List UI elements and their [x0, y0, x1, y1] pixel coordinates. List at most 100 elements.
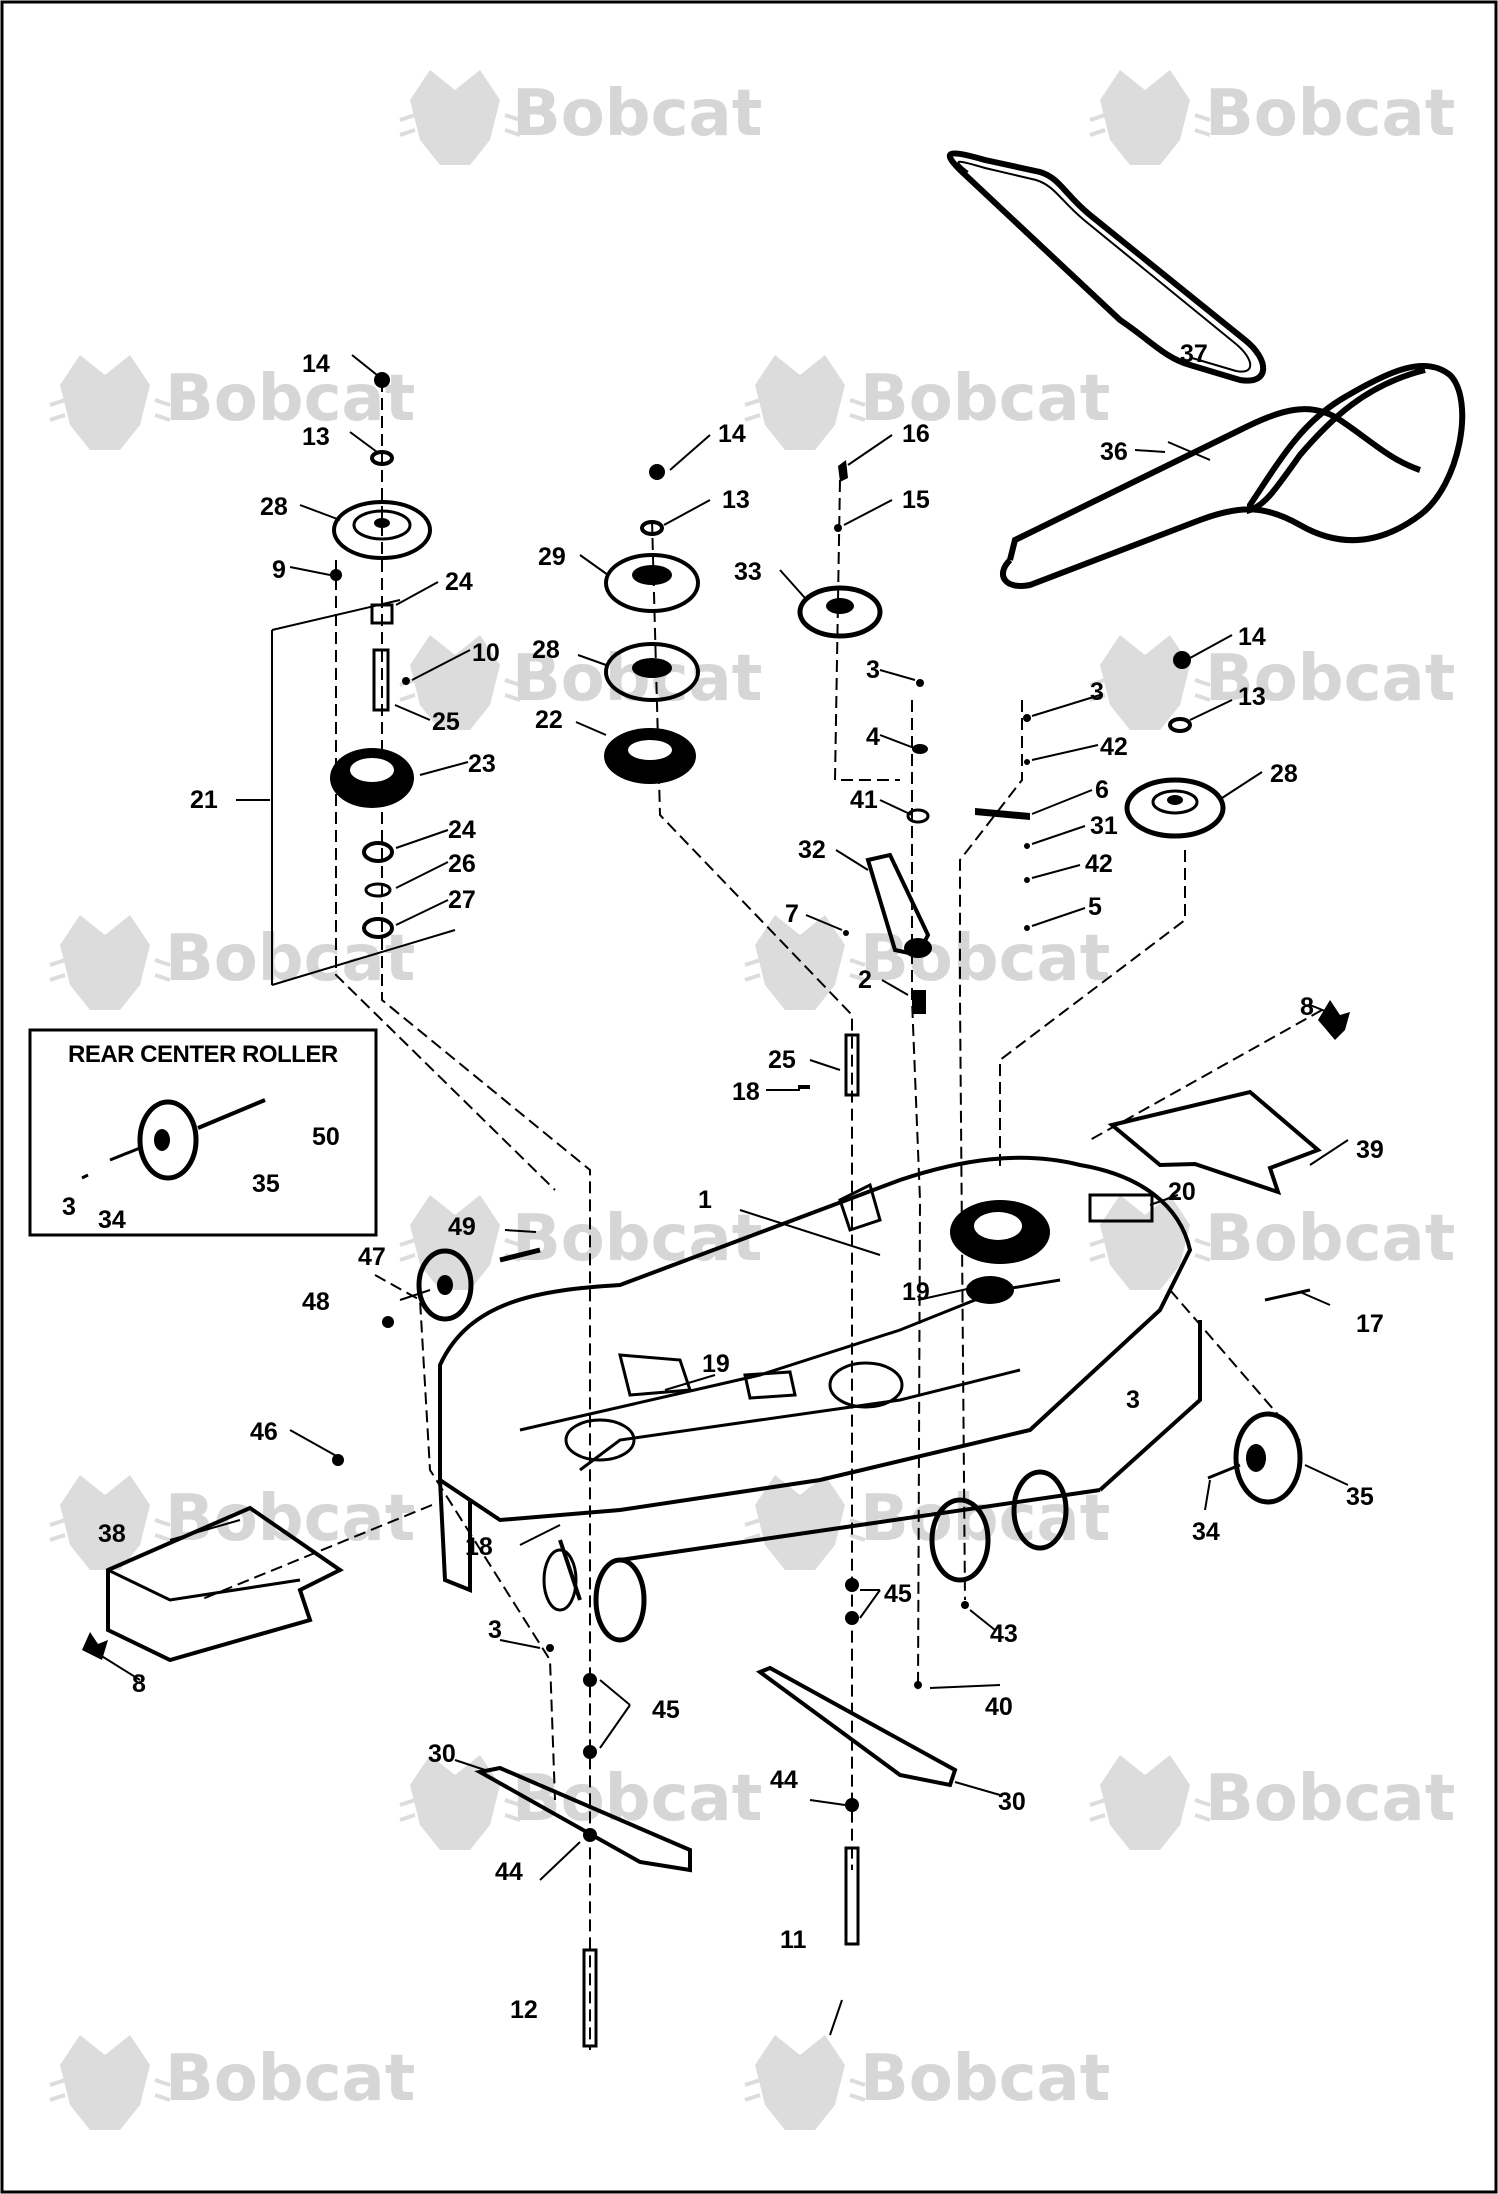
watermark-logo [743, 2033, 867, 2132]
callout-25b: 25 [768, 1046, 796, 1074]
callout-28: 28 [260, 493, 288, 521]
callout-8a: 8 [1300, 993, 1314, 1021]
pulley-28 [332, 500, 432, 560]
leader-lines [99, 354, 1349, 2036]
callout-44b: 44 [495, 1858, 523, 1886]
callout-46: 46 [250, 1418, 278, 1446]
callout-32: 32 [798, 836, 826, 864]
callout-33: 33 [734, 558, 762, 586]
watermark-logo [1088, 1193, 1212, 1292]
watermark-text: Bobcat [512, 77, 762, 151]
belt-37 [946, 150, 1267, 384]
watermark-text: Bobcat [1205, 1762, 1455, 1836]
callout-12: 12 [510, 1996, 538, 2024]
spring-6 [975, 808, 1030, 820]
callout-45b: 45 [652, 1696, 680, 1724]
callout-14: 14 [302, 350, 330, 378]
watermark-text: Bobcat [165, 2042, 415, 2116]
callout-3d: 3 [488, 1616, 502, 1644]
callout-50: 50 [312, 1123, 340, 1151]
callout-48: 48 [302, 1288, 330, 1316]
callout-6: 6 [1095, 776, 1109, 804]
callout-labels: 14 13 28 9 24 10 25 23 21 24 26 27 14 13… [62, 340, 1384, 2024]
callout-15: 15 [902, 486, 930, 514]
callout-3b: 3 [1090, 678, 1104, 706]
belt-36 [999, 362, 1466, 589]
callout-43: 43 [990, 1620, 1018, 1648]
roller-35 [1233, 1411, 1303, 1505]
watermark-logo [1088, 68, 1212, 167]
nut-14 [374, 372, 390, 388]
callout-38: 38 [98, 1520, 126, 1548]
callout-28c: 28 [1270, 760, 1298, 788]
callout-16: 16 [902, 420, 930, 448]
watermark-text: Bobcat [165, 1482, 415, 1556]
callout-25: 25 [432, 708, 460, 736]
callout-23: 23 [468, 750, 496, 778]
blades [474, 1578, 969, 2048]
watermark-logo [48, 913, 172, 1012]
idler-33 [797, 585, 883, 639]
callout-49: 49 [448, 1213, 476, 1241]
watermark-logo [1088, 1753, 1212, 1852]
callout-14c: 14 [1238, 623, 1266, 651]
callout-3e: 3 [62, 1193, 76, 1221]
roller-47 [416, 1248, 474, 1322]
shaft-25b [844, 1033, 860, 1097]
callout-10: 10 [472, 639, 500, 667]
callout-14b: 14 [718, 420, 746, 448]
callout-28b: 28 [532, 636, 560, 664]
watermark-text: Bobcat [165, 922, 415, 996]
callout-3c: 3 [1126, 1386, 1140, 1414]
decal-20 [1088, 1193, 1154, 1223]
callout-19a: 19 [902, 1278, 930, 1306]
assembly-axis-lines [199, 380, 1323, 2050]
callout-20: 20 [1168, 1178, 1196, 1206]
pulley-28b [604, 642, 700, 702]
callout-35b: 35 [1346, 1483, 1374, 1511]
callout-42a: 42 [1100, 733, 1128, 761]
callout-8b: 8 [132, 1670, 146, 1698]
callout-40: 40 [985, 1693, 1013, 1721]
callout-30b: 30 [428, 1740, 456, 1768]
pulley-29 [604, 553, 700, 613]
callout-19b: 19 [702, 1350, 730, 1378]
callout-45a: 45 [884, 1580, 912, 1608]
chute-39 [1107, 1089, 1322, 1196]
callout-47: 47 [358, 1243, 386, 1271]
callout-24: 24 [445, 568, 473, 596]
callout-18b: 18 [465, 1533, 493, 1561]
watermark-text: Bobcat [860, 2042, 1110, 2116]
center-spindle-stack [604, 464, 700, 784]
watermark-text: Bobcat [1205, 642, 1455, 716]
bushing-2 [912, 990, 926, 1014]
mower-deck [106, 1089, 1322, 1663]
watermark-text: Bobcat [512, 1762, 762, 1836]
shaft-25 [372, 648, 390, 712]
callout-3a: 3 [866, 656, 880, 684]
watermark-logo [48, 2033, 172, 2132]
callout-1: 1 [698, 1186, 712, 1214]
callout-30a: 30 [998, 1788, 1026, 1816]
callout-42b: 42 [1085, 850, 1113, 878]
watermark-logo [398, 68, 522, 167]
watermark-logo [1088, 633, 1212, 732]
watermark-logo [743, 913, 867, 1012]
callout-9: 9 [272, 556, 286, 584]
washer-13 [370, 450, 394, 466]
callout-35a: 35 [252, 1170, 280, 1198]
callout-7: 7 [785, 900, 799, 928]
callout-13: 13 [302, 423, 330, 451]
callout-24b: 24 [448, 816, 476, 844]
watermark-text: Bobcat [860, 362, 1110, 436]
bearing-24b [362, 841, 394, 863]
callout-37: 37 [1180, 340, 1208, 368]
callout-13c: 13 [1238, 683, 1266, 711]
chute-38 [106, 1505, 344, 1663]
left-spindle-stack [271, 372, 456, 986]
callout-21: 21 [190, 786, 218, 814]
callout-27: 27 [448, 886, 476, 914]
spacer-26 [364, 882, 392, 898]
watermark-text: Bobcat [1205, 77, 1455, 151]
